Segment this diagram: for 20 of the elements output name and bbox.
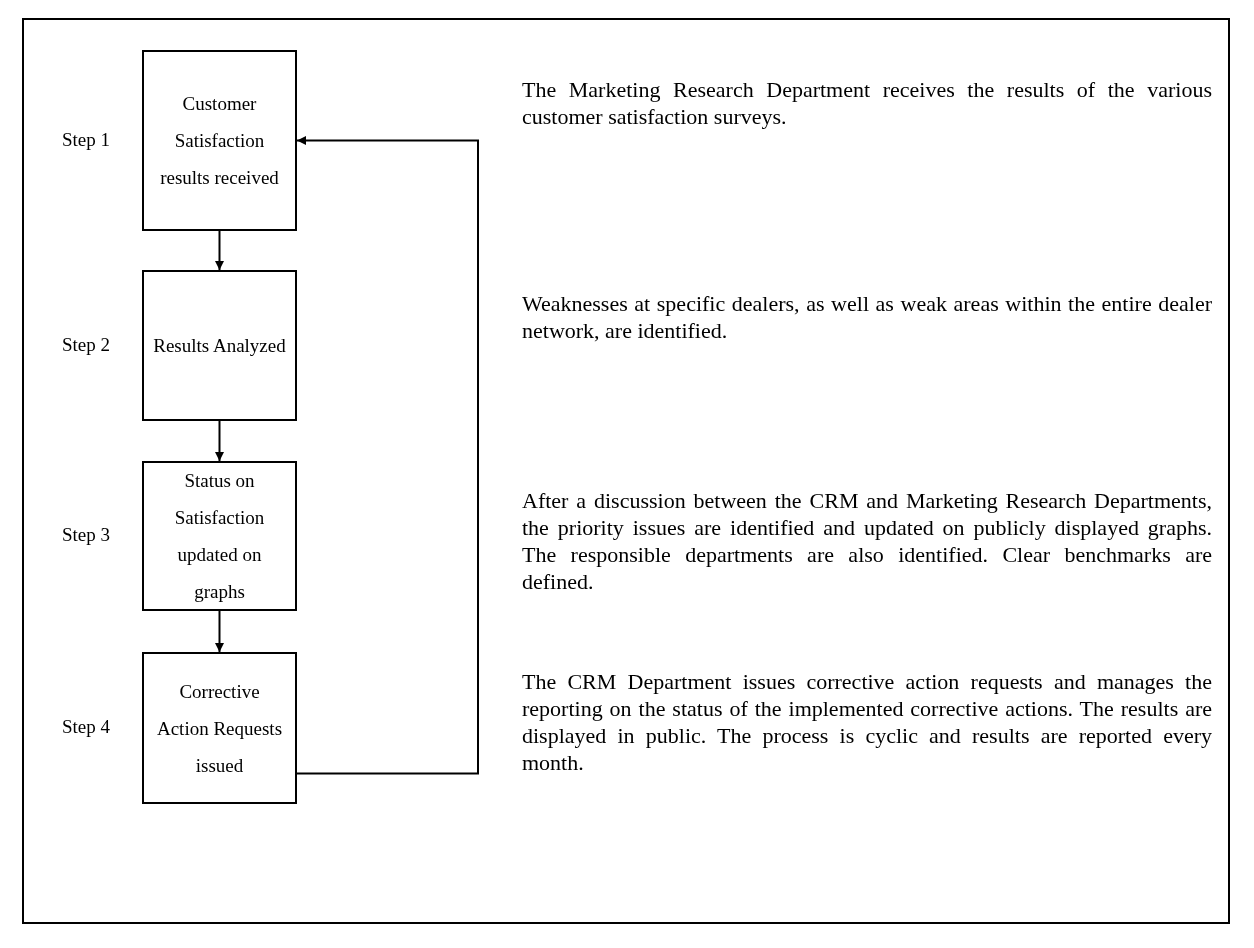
step-description: The CRM Department issues corrective action requests and manages the reporting on the status of the implemented corrective actions. The results are displayed in public. The process is cyclic and results are reported every month. xyxy=(522,668,1212,776)
box-label: Customer Satisfaction results received xyxy=(159,92,280,190)
arrow xyxy=(215,420,224,462)
process-box xyxy=(142,50,297,231)
step-label: Step 4 xyxy=(62,716,111,738)
step-label: Step 3 xyxy=(62,524,111,546)
step-description: The Marketing Research Department receives the results of the various customer satisfaction surveys. xyxy=(522,76,1212,130)
box-label: Corrective Action Requests issued xyxy=(155,679,284,778)
process-box xyxy=(142,461,297,611)
arrow xyxy=(296,136,479,775)
step-description: Weaknesses at specific dealers, as well as weak areas within the entire dealer network, are identified. xyxy=(522,290,1212,344)
box-label: Status on Satisfaction updated on graphs xyxy=(173,469,266,604)
arrow xyxy=(215,230,224,271)
process-box xyxy=(142,652,297,804)
box-label: Results Analyzed xyxy=(153,334,286,358)
step-label: Step 2 xyxy=(62,333,111,356)
arrow xyxy=(215,610,224,653)
step-label: Step 1 xyxy=(62,128,111,151)
step-description: After a discussion between the CRM and Marketing Research Departments, the priority issues are identified and updated on publicly displayed graphs. The responsible departments are also identified. Clear benchmarks are defined. xyxy=(522,487,1212,595)
process-box xyxy=(142,270,297,421)
